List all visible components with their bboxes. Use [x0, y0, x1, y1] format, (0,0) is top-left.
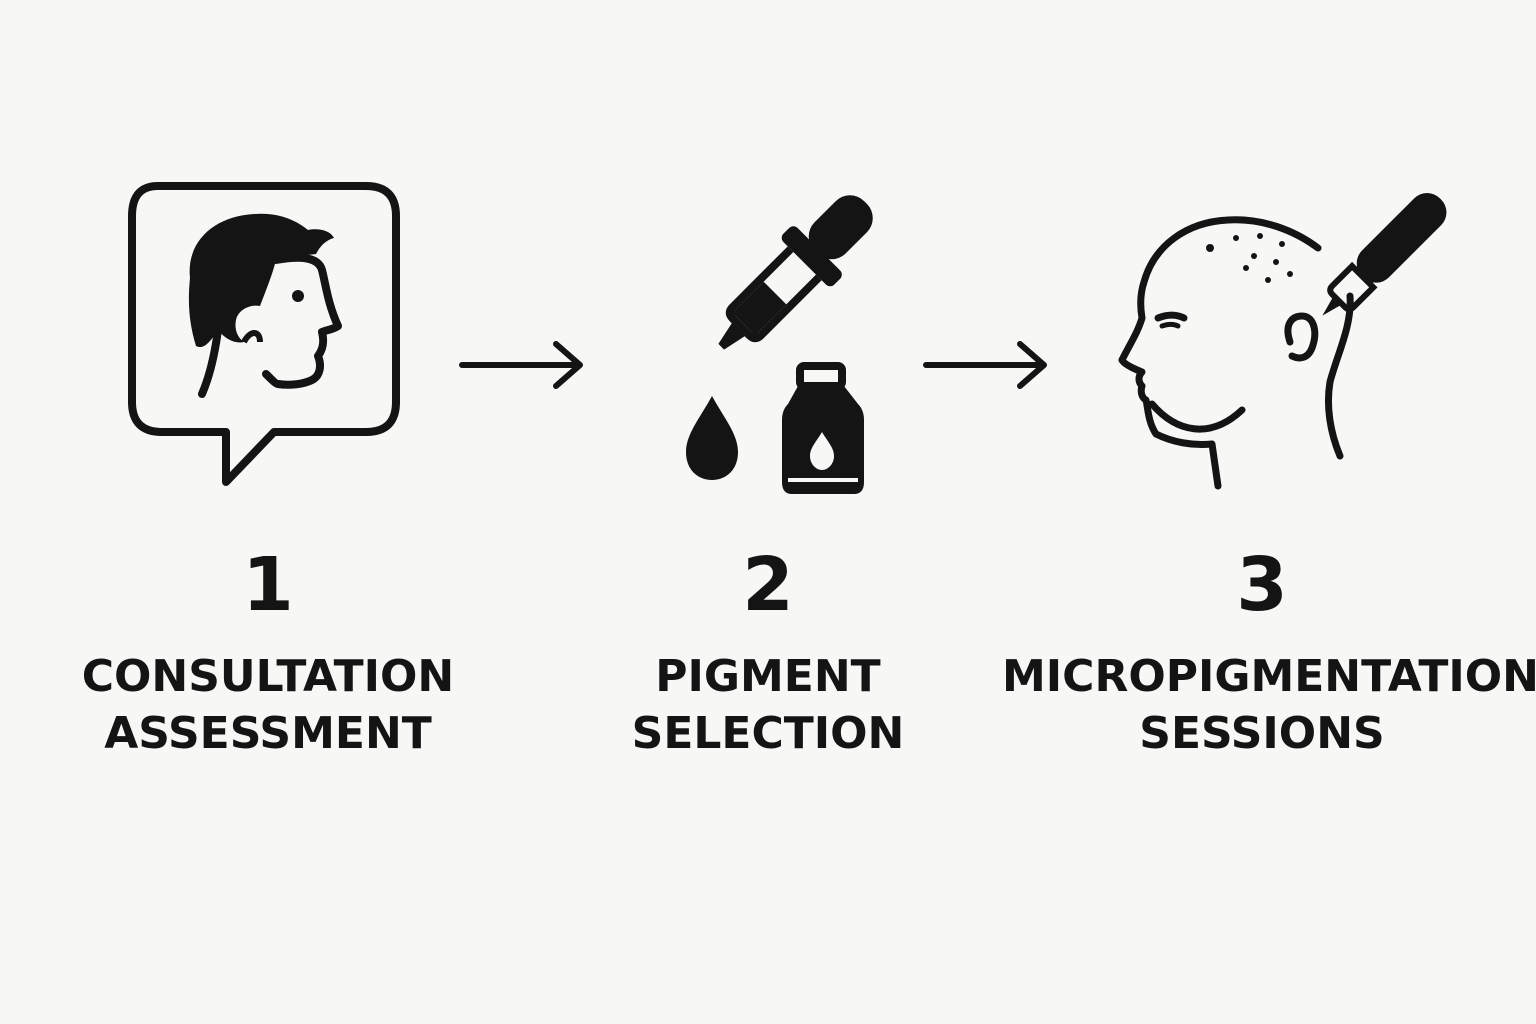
- step-3-label: MICROPIGMENTATION SESSIONS: [1002, 648, 1536, 762]
- step-2-label-line2: SELECTION: [631, 708, 905, 759]
- step-2-label-line1: PIGMENT: [655, 651, 881, 702]
- step-3-label-line2: SESSIONS: [1139, 708, 1385, 759]
- arrow-right-icon-2: [923, 341, 1047, 389]
- step-3-number: 3: [1236, 542, 1288, 628]
- step-3-label-line1: MICROPIGMENTATION: [1002, 651, 1536, 702]
- dropper-and-ink-bottle-icon: [686, 195, 873, 494]
- step-2-number: 2: [742, 542, 794, 628]
- step-1-label: CONSULTATION ASSESSMENT: [8, 648, 528, 762]
- person-speech-bubble-icon: [128, 182, 400, 486]
- head-tattoo-pen-icon: [1118, 192, 1447, 490]
- step-1-label-line2: ASSESSMENT: [104, 708, 432, 759]
- step-1-label-line1: CONSULTATION: [81, 651, 455, 702]
- arrow-right-icon-1: [459, 341, 583, 389]
- step-1-number: 1: [242, 542, 294, 628]
- step-2-label: PIGMENT SELECTION: [508, 648, 1028, 762]
